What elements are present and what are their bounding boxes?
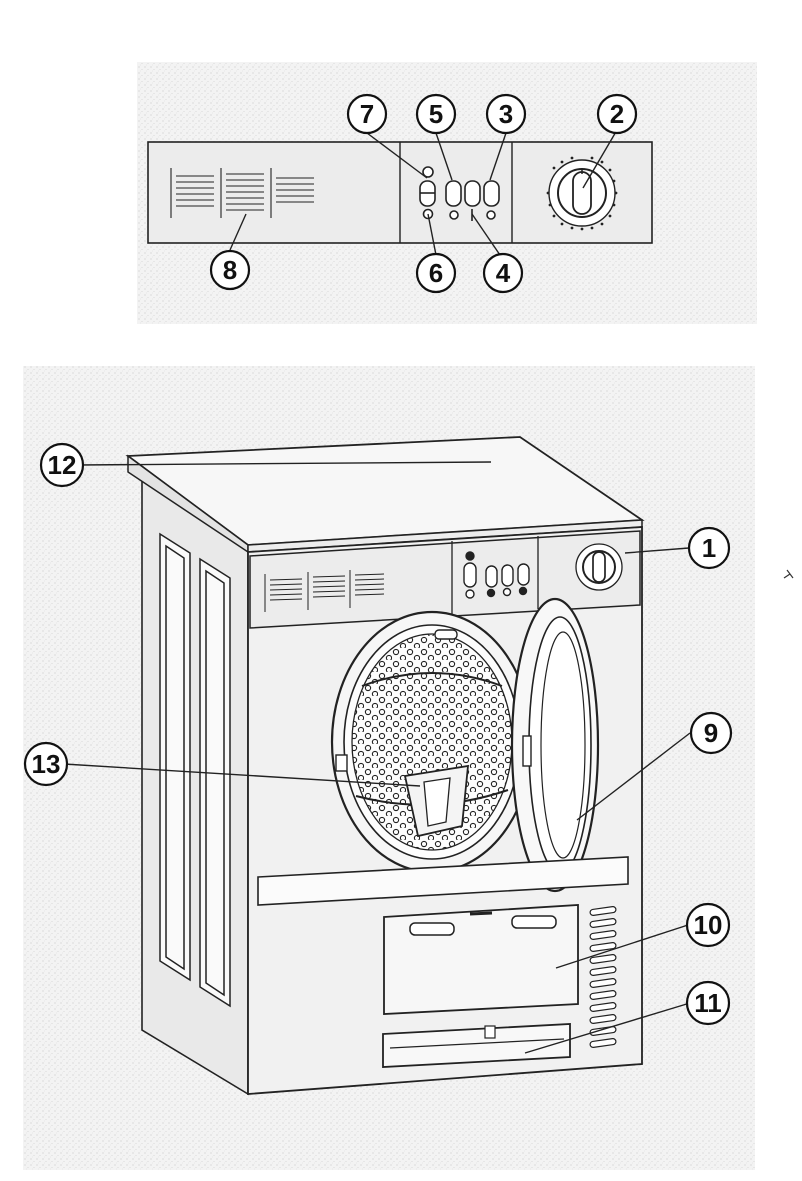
svg-text:5: 5: [429, 99, 443, 129]
front-dial: [575, 543, 623, 591]
panel-grill: [170, 168, 314, 218]
dryer-side-panel: [141, 476, 249, 1096]
callout-10: 10: [685, 902, 731, 948]
callout-11: 11: [685, 980, 731, 1026]
panel-buttons: [419, 166, 500, 221]
svg-text:9: 9: [704, 718, 718, 748]
svg-text:1: 1: [702, 533, 716, 563]
callout-13: 13: [23, 741, 69, 787]
callout-6: 6: [415, 252, 457, 294]
appliance-leader-lines: [63, 461, 691, 1054]
svg-text:13: 13: [32, 749, 61, 779]
control-panel-detail: 7 5 3 2 8 6 4: [137, 62, 757, 324]
scan-speck: [783, 569, 794, 579]
water-container-drawer: [382, 1023, 571, 1068]
front-buttons: [463, 551, 530, 599]
front-grill: [264, 570, 385, 612]
svg-text:4: 4: [496, 258, 511, 288]
callout-1: 1: [687, 526, 731, 570]
door-sill: [257, 856, 629, 906]
svg-text:3: 3: [499, 99, 513, 129]
open-door: [510, 597, 600, 893]
dryer-appliance: 1 12 9 13 10 11: [23, 366, 755, 1170]
svg-text:11: 11: [694, 988, 722, 1018]
svg-text:7: 7: [360, 99, 374, 129]
side-recess-strips: [159, 532, 231, 1008]
callout-4: 4: [482, 252, 524, 294]
svg-text:2: 2: [610, 99, 624, 129]
svg-text:6: 6: [429, 258, 443, 288]
svg-text:8: 8: [223, 255, 237, 285]
svg-text:12: 12: [48, 450, 77, 480]
fluff-filter: [403, 764, 470, 838]
callout-5: 5: [415, 93, 457, 135]
program-dial: [546, 156, 618, 231]
callout-2: 2: [596, 93, 638, 135]
callout-12: 12: [39, 442, 85, 488]
callout-7: 7: [346, 93, 388, 135]
control-panel-leader-lines: [229, 129, 618, 256]
callout-9: 9: [689, 711, 733, 755]
callout-8: 8: [209, 249, 251, 291]
svg-text:10: 10: [694, 910, 723, 940]
vent-slots: [589, 906, 617, 1048]
callout-3: 3: [485, 93, 527, 135]
